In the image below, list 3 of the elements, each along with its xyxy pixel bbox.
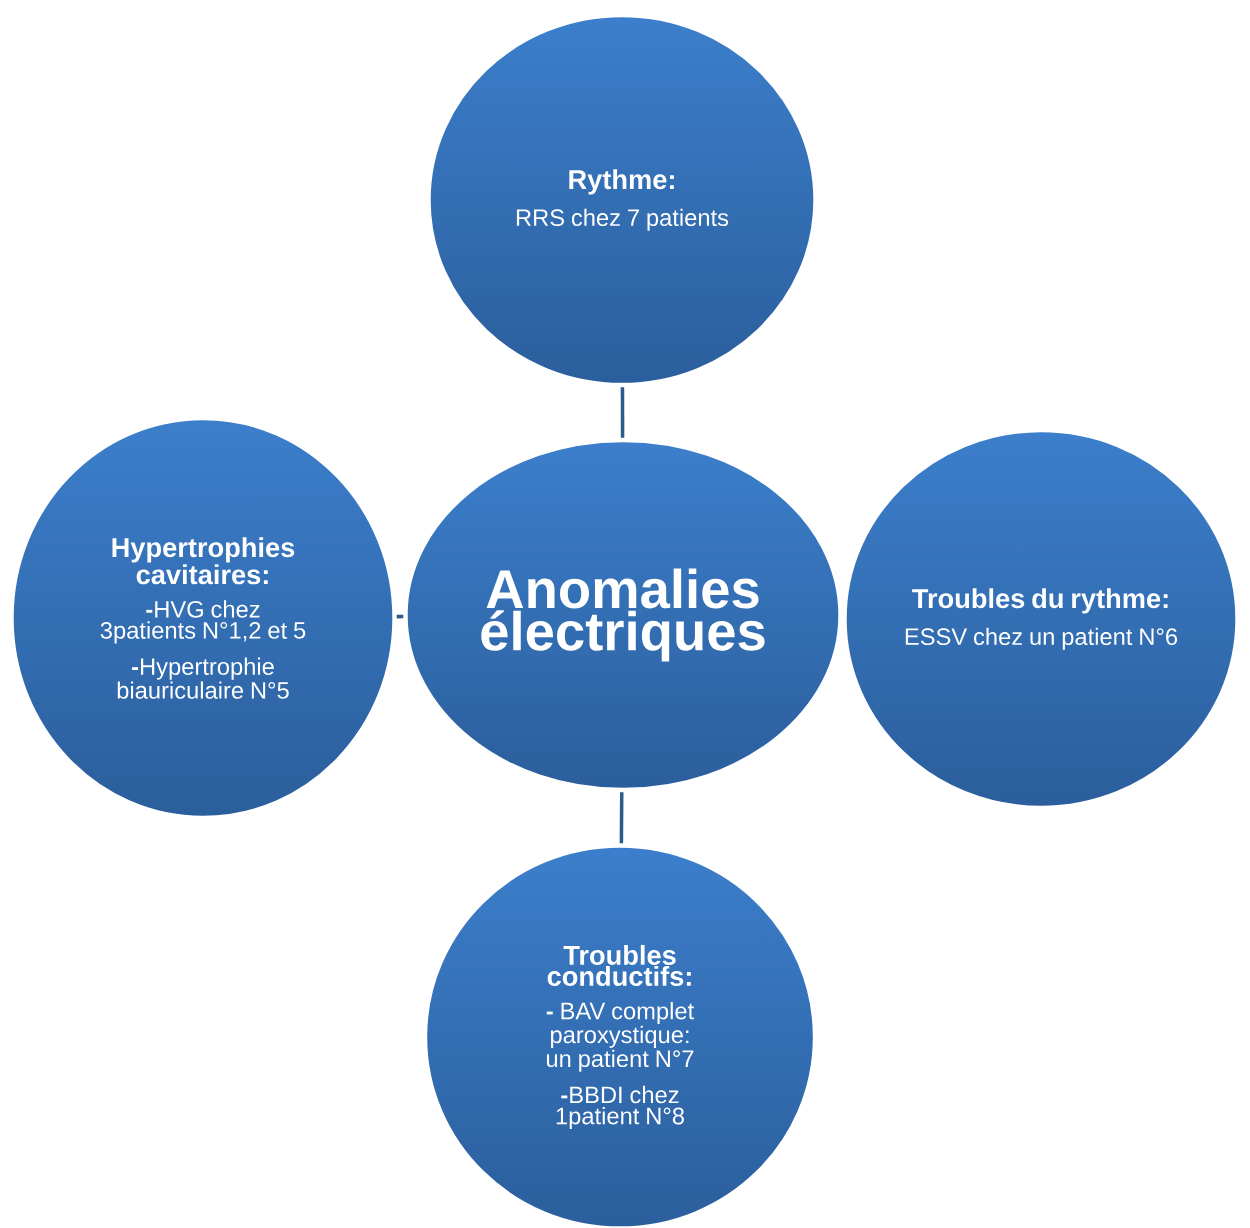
connector-line bbox=[620, 387, 625, 438]
connector-line bbox=[396, 614, 404, 619]
connector-line bbox=[619, 792, 624, 844]
